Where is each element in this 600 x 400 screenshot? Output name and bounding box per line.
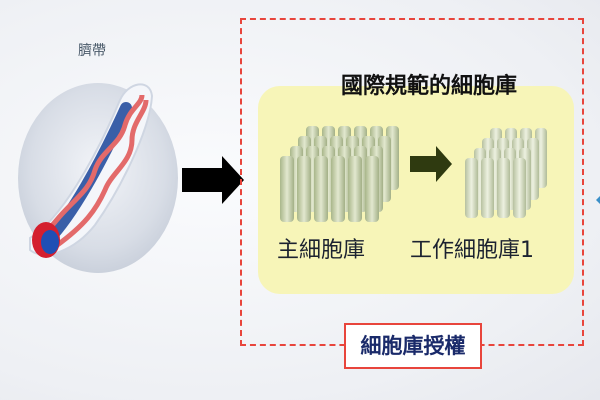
- diagram-title: 國際規範的細胞庫: [340, 74, 517, 99]
- working-tube-cluster: [465, 128, 547, 218]
- arrow-left-partial-icon: [596, 196, 600, 204]
- working-cell-bank-label: 工作細胞庫1: [410, 238, 534, 263]
- arrow-right-small-icon: [410, 146, 452, 182]
- arrow-right-icon: [182, 156, 244, 204]
- tube-row: [465, 158, 526, 218]
- cell-bank-authorization-box: 細胞庫授權: [344, 323, 482, 369]
- cord-artery-2: [54, 99, 149, 249]
- cord-cross-section-blue: [41, 230, 59, 254]
- umbilical-cord-illustration: [18, 83, 178, 273]
- master-tube-cluster: [280, 126, 399, 222]
- tube-row: [280, 156, 379, 222]
- master-cell-bank-label: 主細胞庫: [277, 238, 366, 263]
- cord-artery-1: [41, 94, 145, 238]
- cord-label: 臍帶: [78, 43, 106, 59]
